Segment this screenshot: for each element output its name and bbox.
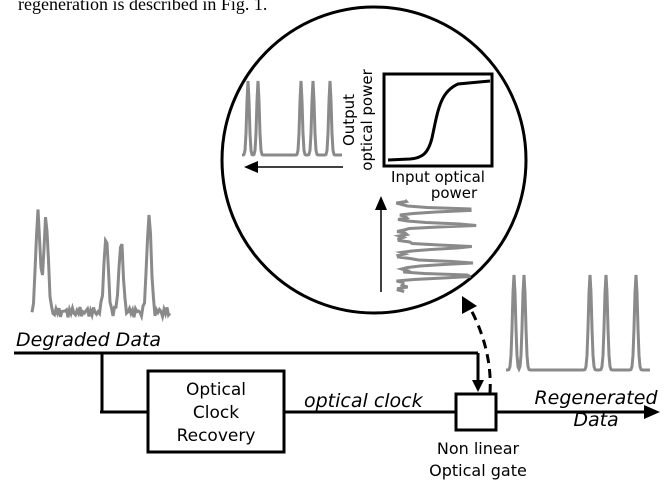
output-arrow-head <box>244 161 258 173</box>
data-line-arrow <box>472 380 484 392</box>
degraded-data-trace <box>30 209 172 323</box>
zoom-arrow-head <box>462 296 477 314</box>
degraded-data-label: Degraded Data <box>16 329 161 351</box>
clock-recovery-line3: Recovery <box>177 426 256 446</box>
inset-xlabel-line2: power <box>431 184 478 202</box>
transfer-function-frame <box>382 72 494 168</box>
optical-clock-label: optical clock <box>304 390 424 412</box>
output-pulse-trace <box>242 80 342 157</box>
inset-xlabel-line1: Input optical <box>391 168 485 186</box>
inset-ylabel-line1: Output <box>340 94 358 146</box>
input-arrow-head <box>375 196 387 210</box>
optical-gate-line2: Optical gate <box>429 461 527 480</box>
optical-gate-box <box>454 392 498 432</box>
clock-recovery-line1: Optical <box>186 380 246 400</box>
regenerated-label-line1: Regenerated <box>534 387 658 409</box>
clock-recovery-line2: Clock <box>193 403 239 423</box>
transfer-function-curve <box>387 79 491 162</box>
caption-fragment: regeneration is described in Fig. 1. <box>18 0 267 14</box>
regenerated-label-line2: Data <box>573 409 618 431</box>
output-line-arrow <box>644 405 660 419</box>
input-pulse-trace <box>393 199 477 293</box>
optical-gate-line1: Non linear <box>437 439 520 458</box>
zoom-dashed-arrow <box>468 307 492 394</box>
inset-ylabel-line2: optical power <box>358 68 376 170</box>
regenerated-data-trace <box>506 274 650 373</box>
zoom-circle <box>220 5 528 315</box>
